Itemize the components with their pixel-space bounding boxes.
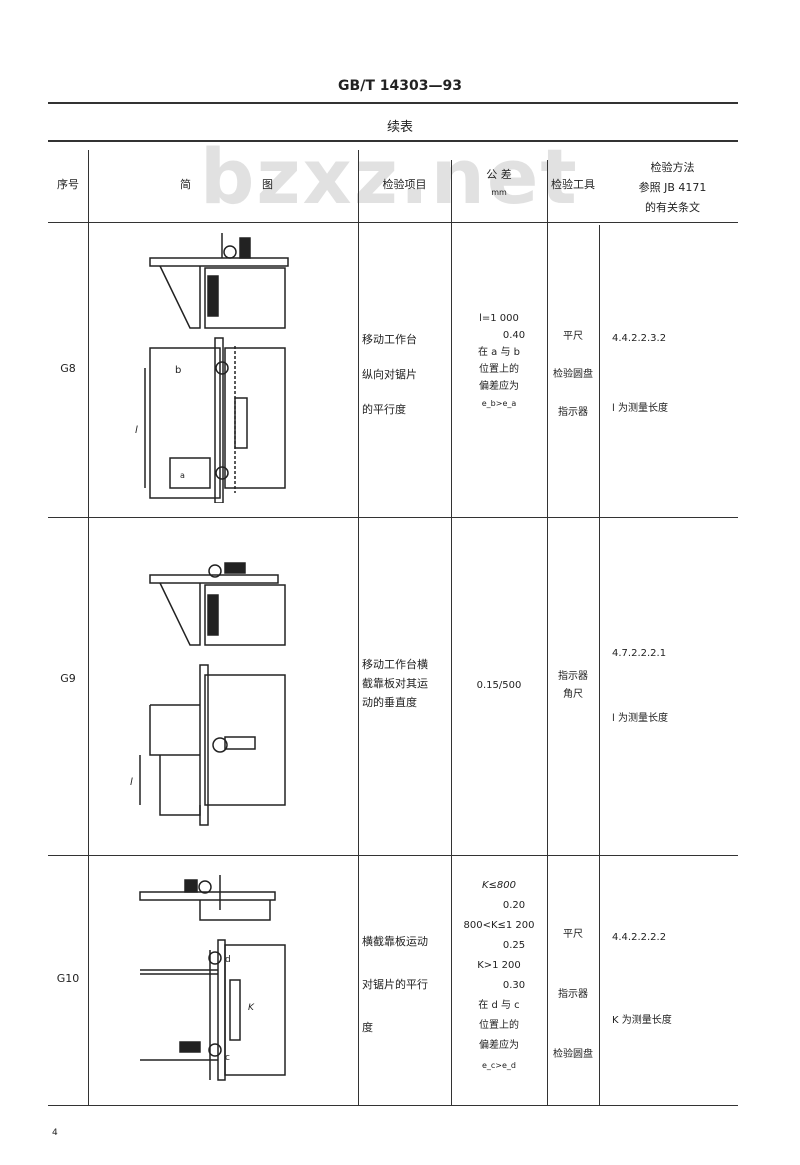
col-diagram: 简 [180, 178, 191, 191]
tol-line: 0.20 [502, 900, 526, 911]
tol-line: 位置上的 [479, 1020, 519, 1031]
item-line: 纵向对锯片 [362, 368, 417, 381]
rule-table-top [48, 140, 738, 142]
label-l: l [135, 425, 138, 436]
item-line: 截靠板对其运 [362, 677, 428, 690]
label-b: b [175, 365, 181, 376]
tol-line: K>1 200 [477, 960, 521, 971]
diagram-g10: d c K [139, 875, 286, 1081]
tol-line: 偏差应为 [479, 1040, 519, 1051]
tol-line: 在 a 与 b [477, 347, 520, 358]
row-method-note: l 为测量长度 [612, 713, 668, 724]
tol-line: 0.40 [502, 330, 526, 341]
table-title: 续表 [386, 120, 413, 135]
standard-number: GB/T 14303—93 [338, 78, 462, 94]
tol-line: K≤800 [481, 880, 517, 891]
tool: 指示器 [558, 671, 588, 682]
tol-line: 位置上的 [479, 364, 519, 375]
label-k: K [248, 1003, 255, 1013]
row-tools: 指示器角尺 [547, 668, 599, 704]
tol-line: e_c>e_d [481, 1061, 517, 1070]
page-number: 4 [52, 1128, 58, 1138]
tool: 平尺 [563, 929, 583, 940]
row-item: 移动工作台横截靠板对其运动的垂直度 [362, 655, 428, 712]
col-line [358, 150, 359, 1105]
diagram-g9: l [130, 562, 286, 826]
row-tolerance: l=1 000 0.40 在 a 与 b 位置上的偏差应为 e_b>e_a [451, 310, 547, 412]
row-item: 移动工作台纵向对锯片的平行度 [362, 322, 417, 427]
item-line: 对锯片的平行 [362, 978, 428, 991]
item-line: 的平行度 [362, 403, 406, 416]
row-tools: 平尺指示器检验圆盘 [547, 905, 599, 1085]
rule-header [48, 222, 738, 223]
row-divider [48, 517, 738, 518]
tol-line: 在 d 与 c [478, 1000, 520, 1011]
tol-line: 0.25 [502, 940, 526, 951]
diagram-g8: b a l [135, 233, 289, 503]
row-item: 横截靠板运动对锯片的平行度 [362, 920, 428, 1049]
watermark: bzxz.net [200, 132, 579, 221]
col-method-line: 参照 JB 4171 [638, 181, 707, 194]
row-tools: 平尺检验圆盘指示器 [547, 318, 599, 432]
tol-line: 800<K≤1 200 [463, 920, 535, 931]
item-line: 移动工作台横 [362, 658, 428, 671]
row-tolerance: 0.15/500 [476, 680, 522, 691]
row-method-clause: 4.4.2.2.3.2 [612, 333, 667, 344]
col-line [547, 160, 548, 1105]
rule-top [48, 102, 738, 104]
tool: 平尺 [563, 331, 583, 342]
tol-line: e_b>e_a [481, 399, 517, 408]
col-tolerance: 公 差 [486, 168, 512, 181]
row-no: G10 [56, 972, 80, 985]
item-line: 度 [362, 1021, 373, 1034]
row-method-note: l 为测量长度 [612, 403, 668, 414]
tool: 指示器 [558, 407, 588, 418]
tool: 检验圆盘 [553, 1049, 593, 1060]
tool: 角尺 [563, 689, 583, 700]
tol-line: 偏差应为 [479, 381, 519, 392]
col-method: 检验方法 参照 JB 4171 的有关条文 [610, 158, 735, 218]
label-c: c [225, 1053, 230, 1063]
tool: 指示器 [558, 989, 588, 1000]
rule-bottom [48, 1105, 738, 1106]
label-d: d [225, 955, 231, 965]
col-tools: 检验工具 [551, 178, 595, 191]
col-method-line: 的有关条文 [645, 201, 700, 214]
col-item: 检验项目 [382, 178, 427, 191]
col-no: 序号 [57, 178, 79, 191]
row-no: G9 [60, 672, 76, 685]
row-method-clause: 4.7.2.2.2.1 [612, 648, 667, 659]
row-method-note: K 为测量长度 [612, 1015, 672, 1026]
row-no: G8 [60, 362, 76, 375]
col-line [88, 150, 89, 1105]
col-diagram-2: 图 [262, 178, 273, 191]
row-divider [48, 855, 738, 856]
tol-line: l=1 000 [479, 313, 519, 324]
label-a: a [180, 471, 185, 480]
row-method-clause: 4.4.2.2.2.2 [612, 932, 667, 943]
col-line [599, 225, 600, 1105]
tol-line: 0.30 [502, 980, 526, 991]
item-line: 横截靠板运动 [362, 935, 428, 948]
col-tolerance-unit: mm [491, 188, 507, 197]
col-method-line: 检验方法 [650, 161, 695, 174]
label-l: l [130, 777, 133, 788]
tool: 检验圆盘 [553, 369, 593, 380]
col-line [451, 160, 452, 1105]
item-line: 移动工作台 [362, 333, 417, 346]
item-line: 动的垂直度 [362, 696, 417, 709]
